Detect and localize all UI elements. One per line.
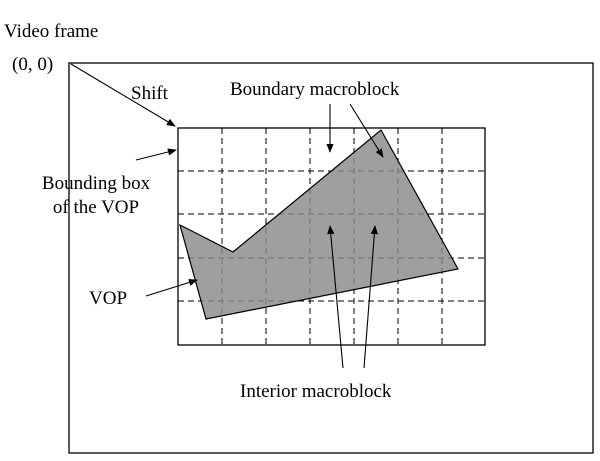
bounding-box-rect: [177, 127, 486, 346]
vop-label: VOP: [89, 288, 128, 309]
boundary-macroblock-label: Boundary macroblock: [230, 79, 400, 100]
origin-label: (0, 0): [12, 54, 54, 75]
interior-macroblock-label: Interior macroblock: [240, 381, 392, 402]
shift-label: Shift: [131, 83, 168, 104]
interior-arrow-right: [363, 225, 378, 369]
shift-arrow: [70, 63, 176, 127]
bounding-box-label-line1: Bounding box: [41, 173, 151, 194]
vop-arrow: [145, 278, 198, 297]
vop-shape: [179, 129, 459, 320]
bounding-box-arrow: [135, 148, 177, 161]
video-frame-rect: [68, 62, 594, 454]
interior-arrow-left: [327, 225, 344, 369]
annotation-arrows: [70, 63, 384, 369]
bounding-box-label-line2: of the VOP: [52, 197, 140, 218]
video-frame-label: Video frame: [4, 21, 99, 42]
boundary-arrow-right: [349, 103, 384, 158]
